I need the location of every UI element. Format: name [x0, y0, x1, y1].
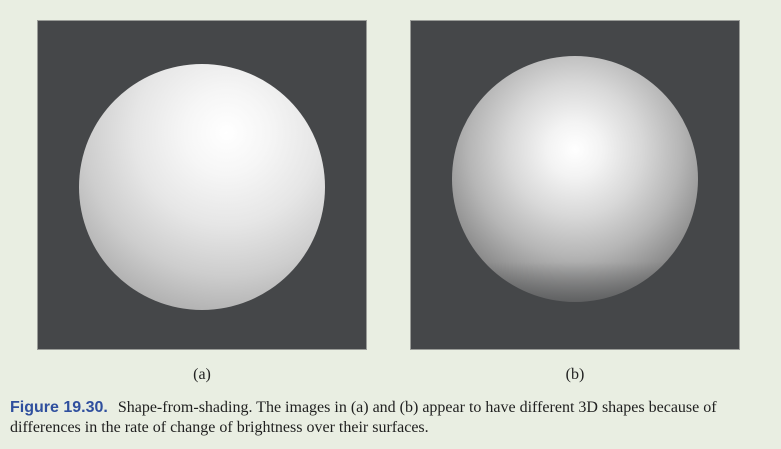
- caption-text: Shape-from-shading. The images in (a) an…: [10, 399, 717, 436]
- panel-a-label: (a): [193, 366, 211, 383]
- figure-panel-b: [410, 20, 740, 350]
- figure-caption: Figure 19.30. Shape-from-shading. The im…: [10, 398, 772, 438]
- figure-number: Figure 19.30.: [10, 399, 108, 416]
- shaded-sphere-b: [452, 56, 698, 302]
- shaded-sphere-a: [79, 64, 325, 310]
- panel-b-label: (b): [565, 366, 585, 383]
- figure-panel-a: [37, 20, 367, 350]
